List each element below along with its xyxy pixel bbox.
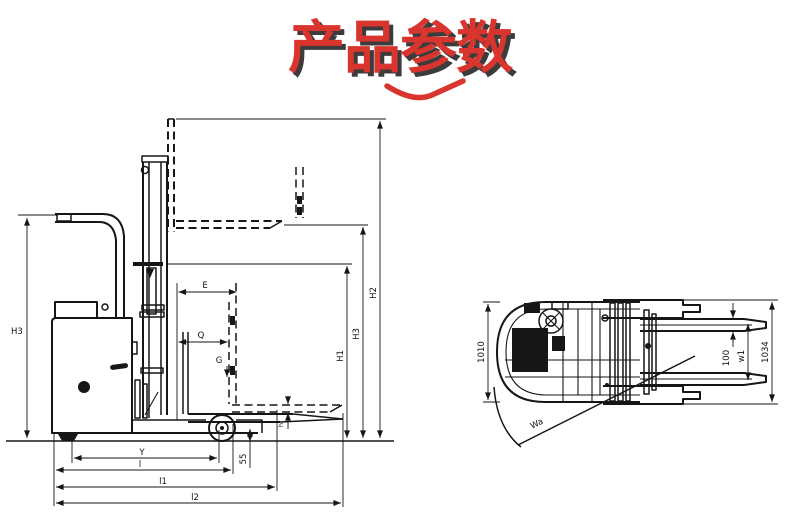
mast — [133, 155, 169, 419]
truck-body — [51, 301, 263, 441]
dim-label-y: Y — [138, 448, 145, 458]
dim-label-1034: 1034 — [761, 341, 771, 363]
mast-raised-dashed — [167, 118, 304, 232]
dim-label-e: E — [202, 281, 207, 291]
top-forks — [640, 318, 767, 386]
dim-label-l1: l1 — [159, 477, 167, 487]
battery-block — [512, 328, 548, 372]
straddle-legs — [603, 299, 701, 405]
dim-label-fork-thickness: h — [277, 423, 285, 427]
dim-label-w1: w1 — [737, 350, 747, 362]
swoosh-stroke — [384, 78, 466, 101]
rear-wheel — [58, 434, 78, 441]
dim-label-h3-left: H3 — [11, 327, 23, 337]
fork-raised-dashed — [176, 220, 283, 229]
fork-solid — [182, 332, 344, 423]
dim-label-h3-right: H3 — [352, 328, 362, 340]
dim-label-h2: H2 — [369, 287, 379, 299]
carriage-arrow — [146, 269, 154, 278]
dim-label-l2: l2 — [191, 493, 199, 503]
dim-label-l: l — [139, 460, 141, 470]
side-view: H3 E Q G H1 H3 H2 55 — [6, 118, 394, 507]
body-handle — [110, 363, 129, 370]
side-view-dimensions: H3 E Q G H1 H3 H2 55 — [11, 118, 386, 507]
top-view: Wa 1010 100 w1 1034 — [477, 299, 778, 448]
dim-label-wa: Wa — [529, 417, 545, 432]
lift-cylinder — [146, 267, 157, 315]
page-title: 产品参数 — [288, 15, 513, 81]
title-underline-swoosh — [384, 78, 466, 101]
carriage-crossbar — [133, 262, 163, 266]
body-plug — [78, 381, 90, 393]
top-body — [496, 301, 640, 403]
dim-label-h1: H1 — [336, 350, 346, 362]
load-wheel — [208, 414, 236, 442]
dim-label-1010: 1010 — [477, 341, 487, 363]
steering-wheel — [538, 308, 564, 334]
dim-label-g: G — [216, 356, 223, 366]
dim-label-q: Q — [198, 331, 205, 341]
top-view-dimensions: 1010 100 w1 1034 — [477, 299, 778, 405]
body-knob — [101, 303, 109, 311]
top-mast — [601, 302, 657, 402]
overhead-guard — [55, 213, 125, 318]
fork-lowered-dashed — [228, 283, 343, 413]
dim-label-100: 100 — [722, 350, 732, 366]
dim-label-55: 55 — [239, 454, 249, 465]
chassis-tail — [236, 419, 263, 433]
